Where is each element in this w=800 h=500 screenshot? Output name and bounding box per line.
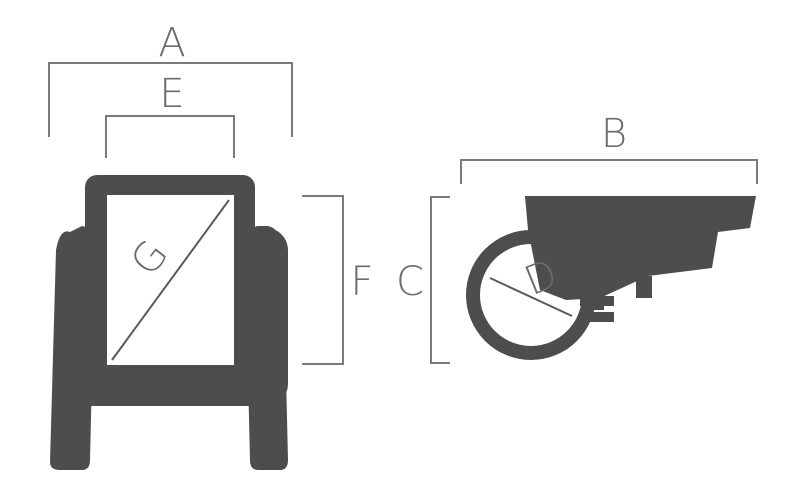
dimension-b-label: B [601,111,627,157]
front-view: G A E F [48,20,374,470]
dimension-c-label: C [396,259,424,305]
dimension-a-bracket [48,62,293,137]
dimension-f-bracket [302,195,344,365]
side-clamp-ring [466,230,596,360]
dimension-a-label: A [158,20,185,66]
dimension-f-label: F [350,259,373,305]
clamp-diameter-line [489,277,573,317]
side-clamp-bolt-lower [580,312,614,322]
dimension-c-bracket [430,196,450,364]
side-mount-tab-right [636,276,652,298]
dimension-b-bracket [460,159,758,184]
screen-diagonal-line [111,199,230,361]
dimension-e-label: E [159,71,184,117]
dimension-e-bracket [105,115,235,158]
side-view: D B C [396,111,758,364]
side-clamp-bolt-upper [580,296,614,306]
